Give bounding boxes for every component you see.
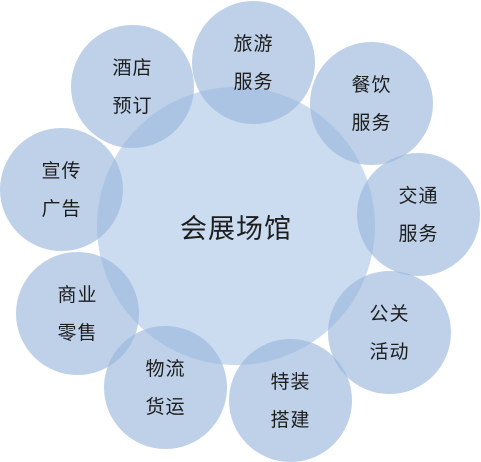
satellite-circle-transport-service bbox=[357, 153, 480, 276]
satellite-circle-pr-activities bbox=[328, 271, 451, 394]
satellite-circle-catering-service bbox=[310, 42, 433, 165]
satellite-circle-hotel-booking bbox=[71, 25, 194, 148]
satellite-circle-tourism-service bbox=[192, 1, 315, 124]
satellite-circle-commercial-retail bbox=[16, 252, 139, 375]
satellite-circle-special-build bbox=[229, 339, 352, 462]
satellite-circle-advertising bbox=[0, 128, 123, 251]
